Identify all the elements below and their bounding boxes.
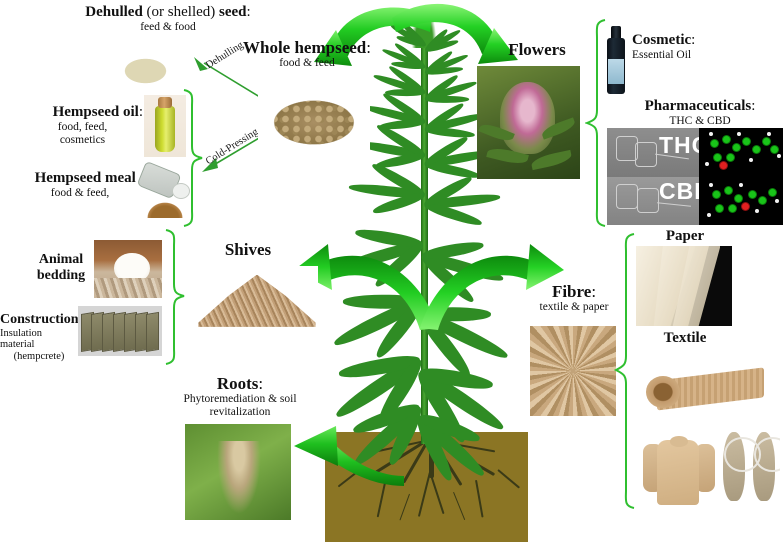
construction-label: Construction: Insulation material (hempc… (0, 312, 82, 363)
whole-hempseed-label: Whole hempseed: food & feed (232, 38, 382, 70)
paper-title: Paper (665, 228, 705, 244)
fibre-photo (530, 326, 616, 416)
thc-3d-model (698, 128, 783, 177)
pharmaceuticals-label: Pharmaceuticals: THC & CBD (620, 98, 780, 128)
fibre-title: Fibre (551, 282, 592, 301)
pharmaceuticals-title: Pharmaceuticals (644, 98, 752, 114)
roots-sub1: Phytoremediation & soil (183, 393, 297, 406)
animal-bedding-line2: bedding (36, 267, 86, 283)
flowers-title: Flowers (508, 40, 566, 59)
flow-arrow-to-fibre (412, 234, 572, 332)
dehulled-seed-title-bold2: seed (219, 4, 247, 20)
fibre-subtitle: textile & paper (539, 301, 609, 314)
animal-bedding-photo (94, 240, 162, 298)
cosmetic-title: Cosmetic (632, 32, 692, 48)
dehulled-seed-title-bold: Dehulled (85, 4, 143, 20)
construction-sub2: (hempcrete) (13, 351, 65, 363)
roots-sub2: revitalization (209, 405, 271, 418)
hempseed-oil-sub2: cosmetics (59, 133, 106, 146)
textile-roll-photo (636, 350, 766, 416)
dehulled-seed-photo (113, 40, 178, 90)
textile-title: Textile (663, 330, 707, 346)
colon: : (751, 98, 756, 114)
construction-sub1: Insulation material (0, 327, 42, 351)
whole-hempseed-photo (258, 84, 370, 154)
colon: : (246, 4, 251, 20)
roots-title: Roots (216, 374, 259, 393)
hempseed-meal-subtitle: food & feed, (50, 186, 110, 199)
hempcrete-photo (78, 306, 162, 356)
paper-photo (636, 246, 732, 326)
colon: : (138, 104, 143, 120)
flow-arrow-to-flowers (386, 0, 526, 90)
colon: : (366, 38, 371, 57)
dehulled-seed-label: Dehulled (or shelled) seed: feed & food (58, 4, 278, 34)
dehulled-seed-title-paren: (or shelled) (146, 4, 216, 20)
shives-products-brace (160, 228, 186, 366)
hempseed-oil-photo (144, 95, 186, 157)
hempseed-meal-label: Hempseed meal: food & feed, (0, 170, 140, 200)
flowers-photo (477, 66, 580, 179)
hempseed-oil-label: Hempseed oil: food, feed, cosmetics (0, 104, 143, 147)
dehulled-seed-subtitle: feed & food (140, 20, 196, 33)
whole-hempseed-title: Whole hempseed (243, 38, 367, 57)
cosmetic-subtitle: Essential Oil (632, 48, 692, 61)
hempseed-meal-photo (136, 162, 198, 220)
construction-title: Construction (0, 312, 79, 327)
pharmaceuticals-subtitle: THC & CBD (669, 114, 731, 127)
whole-hempseed-subtitle: food & feed (279, 57, 335, 70)
fibre-label: Fibre: textile & paper (518, 282, 630, 314)
roots-label: Roots: Phytoremediation & soil revitaliz… (152, 374, 328, 419)
colon: : (591, 282, 597, 301)
thc-cbd-panel-photo: THC CBD (607, 128, 783, 225)
cosmetic-label: Cosmetic: Essential Oil (632, 32, 732, 62)
shives-title: Shives (224, 240, 272, 259)
hempseed-oil-sub1: food, feed, (57, 120, 108, 133)
shives-photo (196, 266, 318, 328)
cosmetic-bottle-photo (601, 26, 631, 98)
hempseed-meal-title: Hempseed meal (34, 170, 136, 186)
flowers-label: Flowers (486, 40, 588, 59)
seed-products-brace (178, 88, 204, 228)
cbd-3d-model (698, 176, 783, 225)
hemp-sweater-photo (640, 420, 718, 512)
shives-label: Shives (196, 240, 300, 259)
roots-photo (185, 424, 291, 520)
hemp-sandals-photo (722, 424, 780, 508)
fibre-products-brace (614, 232, 640, 510)
flower-products-brace (585, 18, 611, 228)
paper-label: Paper (630, 228, 740, 245)
flow-arrow-to-roots (288, 420, 408, 488)
colon: : (691, 32, 696, 48)
hempseed-oil-title: Hempseed oil (52, 104, 139, 120)
animal-bedding-label: Animal bedding (30, 252, 92, 283)
animal-bedding-line1: Animal (38, 252, 84, 267)
textile-label: Textile (630, 330, 740, 347)
colon: : (258, 374, 264, 393)
